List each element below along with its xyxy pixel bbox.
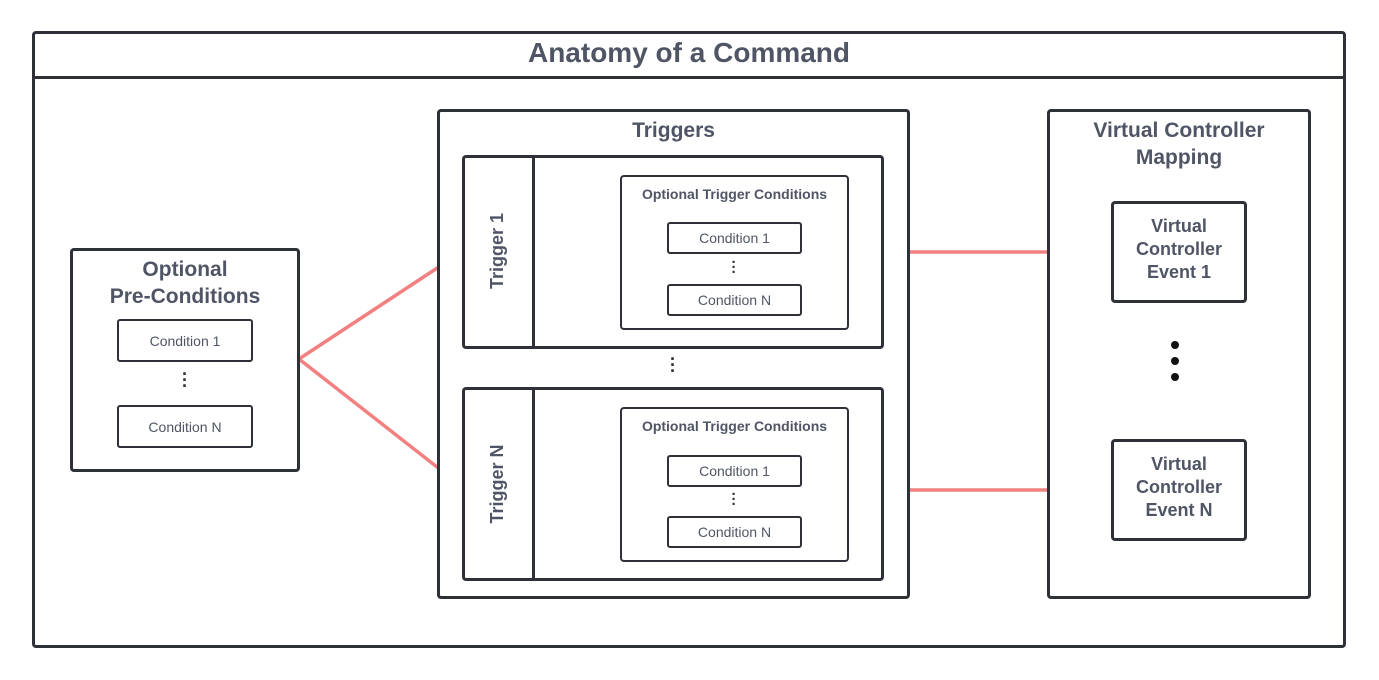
preconditions-title-line2: Pre-Conditions	[109, 285, 261, 308]
triggers-ellipsis: ···	[670, 349, 676, 381]
arrow-to-trigger-1	[298, 251, 461, 361]
event-n-line2: Controller	[1135, 477, 1222, 497]
trigger-n-label: Trigger N	[487, 444, 507, 524]
trigger-1-condition-first: Condition 1	[667, 222, 802, 254]
trigger-n-condition-last: Condition N	[667, 516, 802, 548]
page-title: Anatomy of a Command	[527, 37, 851, 68]
trigger-1-conditions-title: Optional Trigger Conditions	[641, 186, 828, 202]
event-1-line3: Event 1	[1146, 262, 1212, 282]
events-ellipsis-dot-3	[1171, 373, 1179, 381]
precondition-first: Condition 1	[117, 319, 253, 362]
trigger-1-divider	[532, 155, 535, 349]
trigger-1-conditions-ellipsis: ···	[731, 254, 737, 281]
trigger-n-divider	[532, 387, 535, 581]
trigger-1-condition-last: Condition N	[667, 284, 802, 316]
triggers-title: Triggers	[632, 119, 715, 142]
events-ellipsis-dot-2	[1171, 357, 1179, 365]
mapping-title-line1: Virtual Controller	[1093, 119, 1265, 142]
trigger-n-conditions-title: Optional Trigger Conditions	[641, 418, 828, 434]
precondition-last: Condition N	[117, 405, 253, 448]
event-n-box	[1111, 439, 1247, 541]
precondition-ellipsis: ···	[182, 364, 188, 396]
trigger-n-condition-first: Condition 1	[667, 455, 802, 487]
arrow-to-trigger-n	[297, 357, 462, 487]
event-n-line3: Event N	[1145, 500, 1213, 520]
event-1-box	[1111, 201, 1247, 303]
preconditions-title-line1: Optional	[142, 258, 228, 281]
trigger-1-label: Trigger 1	[487, 212, 507, 290]
title-divider	[32, 76, 1346, 79]
event-1-line2: Controller	[1135, 239, 1222, 259]
trigger-n-conditions-ellipsis: ···	[731, 486, 737, 513]
event-n-line1: Virtual	[1151, 454, 1207, 474]
mapping-title-line2: Mapping	[1135, 146, 1223, 169]
events-ellipsis-dot-1	[1171, 341, 1179, 349]
event-1-line1: Virtual	[1151, 216, 1207, 236]
